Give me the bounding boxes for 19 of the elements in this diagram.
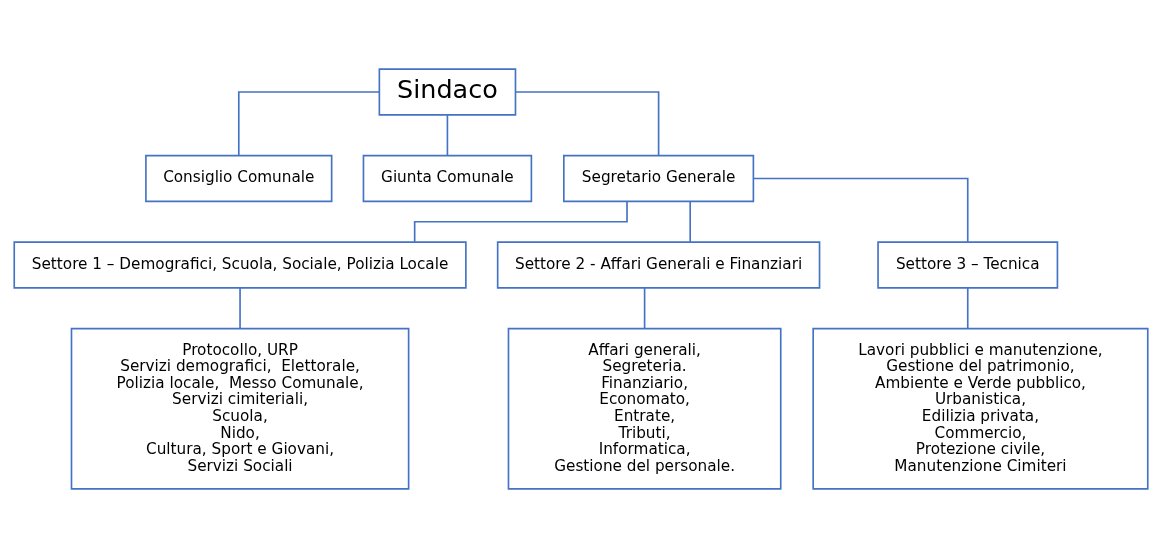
connector <box>689 200 691 243</box>
connector <box>752 177 969 243</box>
node-box: Lavori pubblici e manutenzione, Gestione del patrimonio, Ambiente e Verde pubblico, Urbanistica, Edilizia privata, Commercio, Protezione civile, Manutenzione Cimiteri <box>812 327 1149 490</box>
node-box: Consiglio Comunale <box>145 154 333 202</box>
node-box: Sindaco <box>378 67 517 116</box>
connector <box>413 200 628 243</box>
node-box: Settore 2 - Affari Generali e Finanziari <box>496 240 821 289</box>
connector <box>643 286 646 329</box>
node-box: Settore 3 – Tecnica <box>877 240 1059 289</box>
node-box: Segretario Generale <box>563 154 755 202</box>
node-box: Protocollo, URP Servizi demografici, Elettorale, Polizia locale, Messo Comunale, Servizi cimiteriali, Scuola, Nido, Cultura, Sport e Giovani, Servizi Sociali <box>70 327 410 490</box>
connector <box>239 286 241 329</box>
connector <box>515 90 660 156</box>
connector <box>446 113 449 156</box>
node-box: Giunta Comunale <box>362 154 533 202</box>
connector <box>237 90 380 156</box>
node-box: Affari generali, Segreteria. Finanziario, Economato, Entrate, Tributi, Informatica, Gestione del personale. <box>507 327 782 490</box>
node-box: Settore 1 – Demografici, Scuola, Sociale, Polizia Locale <box>13 240 467 289</box>
connector <box>966 286 969 329</box>
